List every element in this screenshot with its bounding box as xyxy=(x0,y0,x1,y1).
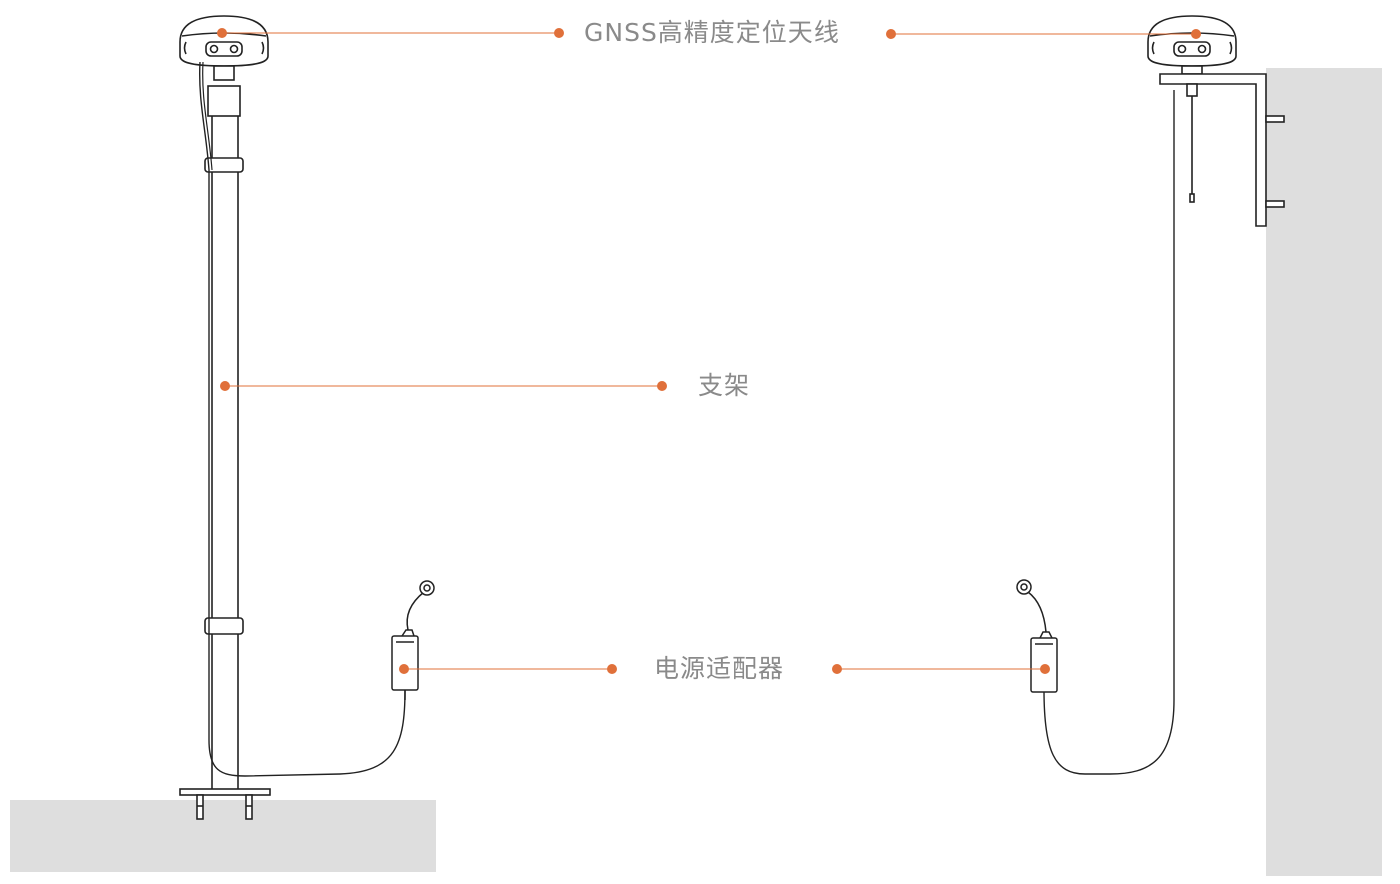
power-adapter-icon xyxy=(391,580,435,700)
antenna-callout-dot-left-end xyxy=(217,28,227,38)
bracket-label: 支架 xyxy=(698,371,751,400)
antenna-callout-dot-right xyxy=(886,29,896,39)
power-adapter-icon-right xyxy=(1016,579,1058,693)
bracket-callout-dot-end xyxy=(657,381,667,391)
adapter-callout-dot-right xyxy=(832,664,842,674)
adapter-callout-dot-left-end xyxy=(399,664,409,674)
antenna-callout-dot-right-end xyxy=(1191,29,1201,39)
gnss-antenna-icon xyxy=(179,15,269,81)
gnss-antenna-icon-right xyxy=(1147,15,1237,75)
antenna-callout-dot-left xyxy=(554,28,564,38)
wall-mount-assembly xyxy=(1043,15,1285,775)
adapter-callout-dot-left xyxy=(607,664,617,674)
ground-slab xyxy=(10,800,436,872)
adapter-callout-dot-right-end xyxy=(1040,664,1050,674)
pole-mount-assembly xyxy=(179,15,406,820)
wall xyxy=(1266,68,1382,876)
antenna-label: GNSS高精度定位天线 xyxy=(584,18,840,47)
callout-lines xyxy=(217,28,1201,674)
bracket-callout-dot-start xyxy=(220,381,230,391)
adapter-label: 电源适配器 xyxy=(654,654,785,683)
